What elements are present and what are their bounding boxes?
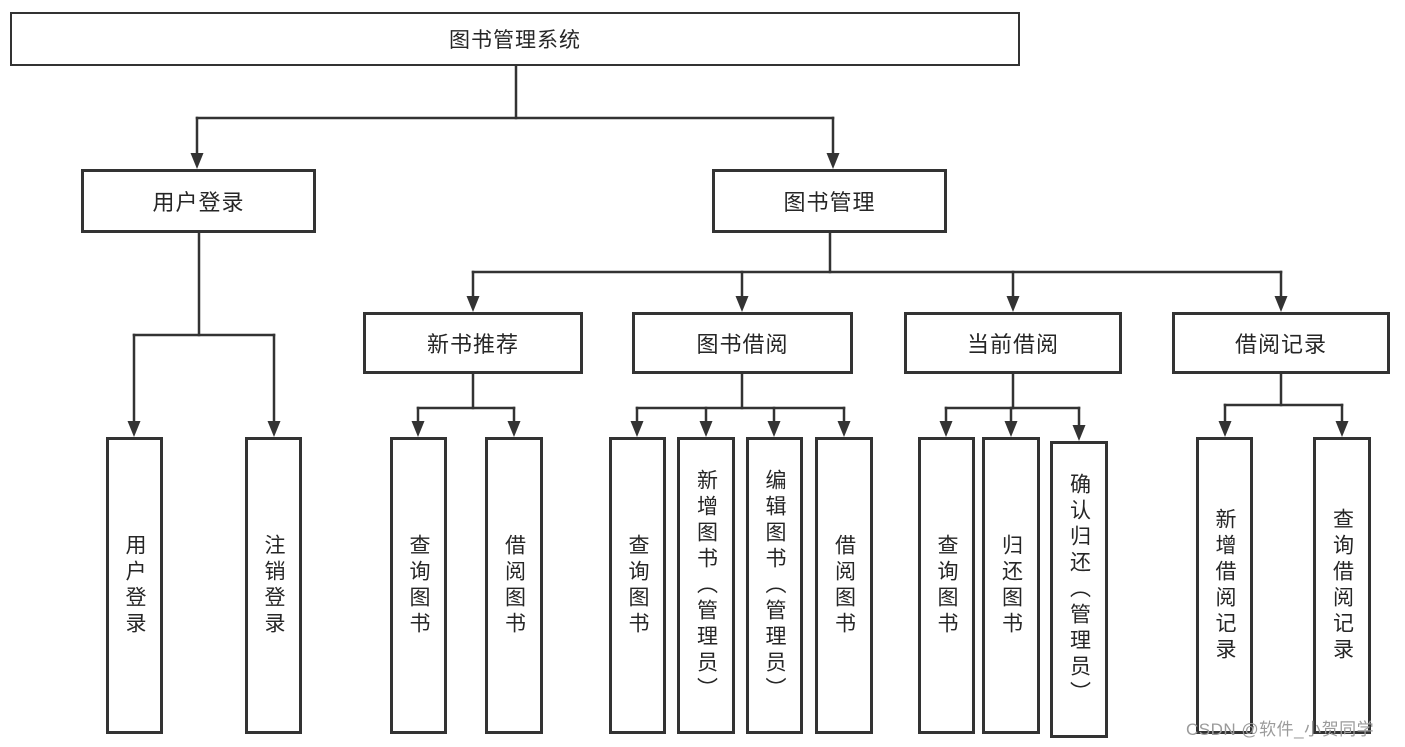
leaf-add-book-admin: 新增图书（管理员） <box>677 437 735 734</box>
leaf-recommend-query-book: 查询图书 <box>390 437 447 734</box>
leaf-confirm-return-admin-label: 确认归还（管理员） <box>1067 472 1091 707</box>
leaf-return-book-label: 归还图书 <box>999 533 1023 638</box>
leaf-add-borrow-record: 新增借阅记录 <box>1196 437 1253 734</box>
leaf-recommend-borrow-book: 借阅图书 <box>485 437 543 734</box>
node-borrow-records-label: 借阅记录 <box>1234 332 1327 357</box>
node-book-borrow-label: 图书借阅 <box>696 332 789 357</box>
leaf-borrow-book: 借阅图书 <box>815 437 873 734</box>
node-user-login: 用户登录 <box>81 169 316 233</box>
node-current-borrow: 当前借阅 <box>904 312 1122 374</box>
leaf-current-query-book: 查询图书 <box>918 437 975 734</box>
leaf-query-borrow-record-label: 查询借阅记录 <box>1330 507 1354 664</box>
leaf-add-book-admin-label: 新增图书（管理员） <box>694 468 718 703</box>
node-book-management: 图书管理 <box>712 169 947 233</box>
node-new-book-recommend-label: 新书推荐 <box>426 332 519 357</box>
leaf-borrow-query-book: 查询图书 <box>609 437 666 734</box>
leaf-logout: 注销登录 <box>245 437 302 734</box>
node-root-label: 图书管理系统 <box>449 29 581 52</box>
leaf-edit-book-admin: 编辑图书（管理员） <box>746 437 803 734</box>
leaf-query-borrow-record: 查询借阅记录 <box>1313 437 1371 734</box>
node-library-management-system: 图书管理系统 <box>10 12 1020 66</box>
leaf-confirm-return-admin: 确认归还（管理员） <box>1050 441 1108 738</box>
node-user-login-label: 用户登录 <box>152 190 245 215</box>
leaf-edit-book-admin-label: 编辑图书（管理员） <box>763 468 786 703</box>
leaf-borrow-book-label: 借阅图书 <box>832 533 856 638</box>
leaf-user-login-label: 用户登录 <box>123 533 146 638</box>
leaf-current-query-book-label: 查询图书 <box>935 533 958 638</box>
node-borrow-records: 借阅记录 <box>1172 312 1390 374</box>
node-current-borrow-label: 当前借阅 <box>966 332 1059 357</box>
node-new-book-recommend: 新书推荐 <box>363 312 583 374</box>
csdn-watermark: CSDN @软件_小贺同学 <box>1186 720 1375 739</box>
node-book-borrow: 图书借阅 <box>632 312 853 374</box>
leaf-borrow-query-book-label: 查询图书 <box>626 533 649 638</box>
node-book-management-label: 图书管理 <box>783 190 876 215</box>
leaf-recommend-borrow-book-label: 借阅图书 <box>502 533 526 638</box>
leaf-return-book: 归还图书 <box>982 437 1040 734</box>
arrowheads <box>127 153 1349 441</box>
leaf-user-login: 用户登录 <box>106 437 163 734</box>
leaf-logout-label: 注销登录 <box>262 533 285 638</box>
leaf-recommend-query-book-label: 查询图书 <box>407 533 430 638</box>
leaf-add-borrow-record-label: 新增借阅记录 <box>1213 507 1236 664</box>
